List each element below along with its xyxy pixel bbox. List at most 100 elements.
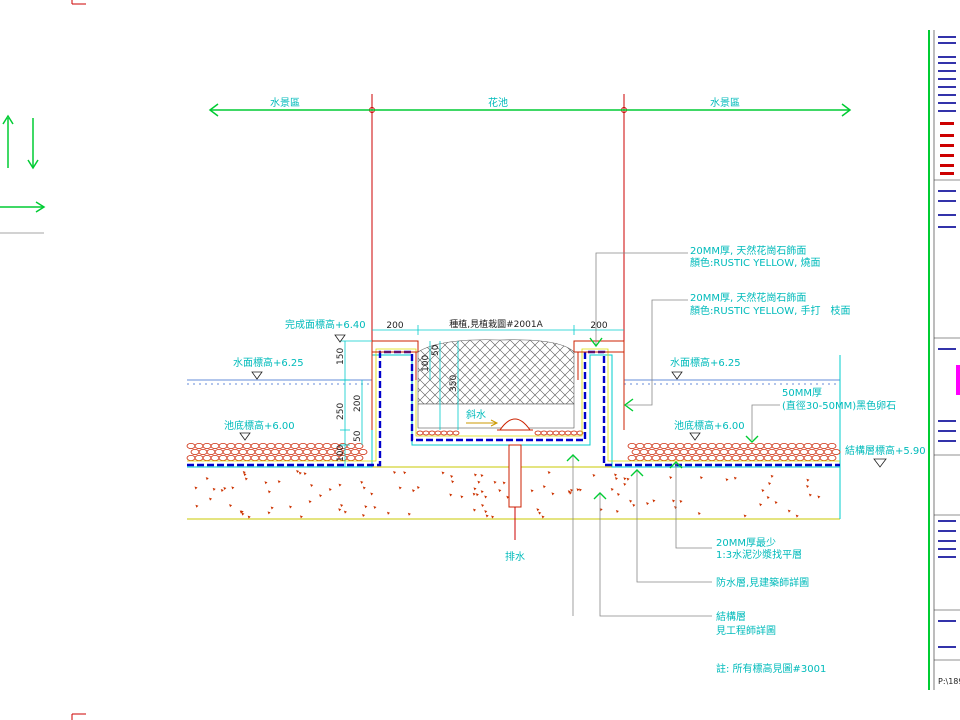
- titleblock-red-line: [940, 122, 954, 125]
- aggregate-speck: [393, 470, 397, 474]
- pebble: [266, 442, 276, 449]
- level-finish: 完成面標高+6.40: [285, 318, 366, 331]
- dim-250: 250: [336, 403, 346, 420]
- pebble: [643, 442, 653, 449]
- aggregate-speck: [473, 473, 477, 477]
- aggregate-speck: [493, 480, 497, 484]
- titleblock-text-line: [938, 440, 956, 442]
- pebble: [238, 448, 248, 455]
- pebble: [731, 442, 741, 449]
- aggregate-speck: [480, 474, 484, 478]
- dim-top-right: 200: [590, 321, 607, 331]
- drain-label: 排水: [505, 550, 525, 563]
- aggregate-speck: [289, 505, 293, 509]
- pebble: [819, 442, 829, 449]
- pebble: [546, 430, 554, 436]
- aggregate-speck: [646, 502, 650, 506]
- pebble: [306, 442, 316, 449]
- pebble: [635, 454, 645, 461]
- pebble: [210, 454, 220, 461]
- pebble: [699, 454, 709, 461]
- aggregate-speck: [247, 515, 251, 519]
- pebble: [206, 448, 216, 455]
- pebble: [723, 442, 733, 449]
- aggregate-speck: [599, 508, 603, 512]
- aggregate-speck: [340, 504, 344, 508]
- callout-granite-polished-2: 顏色:RUSTIC YELLOW, 燒面: [690, 256, 821, 269]
- aggregate-speck: [610, 488, 614, 492]
- titleblock-text-line: [938, 42, 956, 44]
- titleblock-text-line: [938, 646, 956, 648]
- aggregate-speck: [542, 485, 546, 489]
- aggregate-speck: [502, 481, 506, 485]
- pebble: [707, 442, 717, 449]
- slope-label: 斜水: [466, 408, 486, 421]
- titleblock-text-line: [938, 430, 956, 432]
- pebble: [715, 454, 725, 461]
- aggregate-speck: [623, 482, 627, 486]
- aggregate-speck: [616, 492, 620, 496]
- pebble: [739, 454, 749, 461]
- pebble: [799, 448, 809, 455]
- pebble: [679, 448, 689, 455]
- callout-waterproof: 防水層,見建築師詳圖: [716, 576, 809, 589]
- titleblock-text-line: [938, 70, 956, 72]
- level-water-left: 水面標高+6.25: [233, 356, 304, 369]
- aggregate-speck: [338, 483, 342, 487]
- aggregate-speck: [530, 489, 534, 493]
- pebble: [326, 448, 336, 455]
- aggregate-speck: [484, 510, 488, 514]
- titleblock-text-line: [938, 530, 956, 532]
- pebble: [755, 454, 765, 461]
- pebble: [791, 448, 801, 455]
- left-edge-marks: [0, 114, 46, 234]
- pebble: [811, 454, 821, 461]
- dim-50: 50: [353, 430, 363, 442]
- pebble: [651, 454, 661, 461]
- callout-granite-rough-2: 顏色:RUSTIC YELLOW, 手打 枝面: [690, 304, 851, 317]
- callout-structure-1: 結構層: [716, 610, 746, 623]
- pebble: [274, 454, 284, 461]
- pebble: [310, 448, 320, 455]
- aggregate-speck: [475, 493, 479, 497]
- aggregate-speck: [362, 513, 366, 517]
- aggregate-speck: [441, 471, 445, 475]
- pebble: [655, 448, 665, 455]
- aggregate-speck: [536, 508, 540, 512]
- aggregate-speck: [243, 473, 247, 477]
- pebble: [695, 448, 705, 455]
- leader-arrowheads: [566, 337, 759, 500]
- pebble: [787, 442, 797, 449]
- pebble: [819, 454, 829, 461]
- titleblock-text-line: [938, 226, 956, 228]
- pebble: [667, 442, 677, 449]
- pebble: [346, 454, 356, 461]
- aggregate-speck: [411, 489, 415, 493]
- titleblock-text-line: [938, 94, 956, 96]
- aggregate-speck: [817, 495, 821, 499]
- pebble: [651, 442, 661, 449]
- drain: [497, 418, 533, 540]
- waterproof-membrane: [187, 348, 840, 467]
- pebble: [667, 454, 677, 461]
- titleblock-text-line: [938, 62, 956, 64]
- pebble: [763, 442, 773, 449]
- titleblock-red-line: [940, 144, 954, 147]
- titleblock-red-line: [940, 134, 954, 137]
- pebble: [298, 442, 308, 449]
- pebble: [715, 442, 725, 449]
- pebble: [647, 448, 657, 455]
- pebble: [683, 442, 693, 449]
- sheet-corner-marks: [71, 0, 86, 720]
- aggregate-speck: [416, 486, 420, 490]
- pebble: [803, 454, 813, 461]
- pebble: [711, 448, 721, 455]
- pebble: [576, 430, 584, 436]
- aggregate-speck: [473, 487, 477, 491]
- aggregate-speck: [480, 490, 484, 494]
- pebble: [266, 454, 276, 461]
- pebble: [767, 448, 777, 455]
- aggregate-speck: [743, 514, 747, 518]
- aggregate-speck: [223, 486, 227, 490]
- pebble: [771, 442, 781, 449]
